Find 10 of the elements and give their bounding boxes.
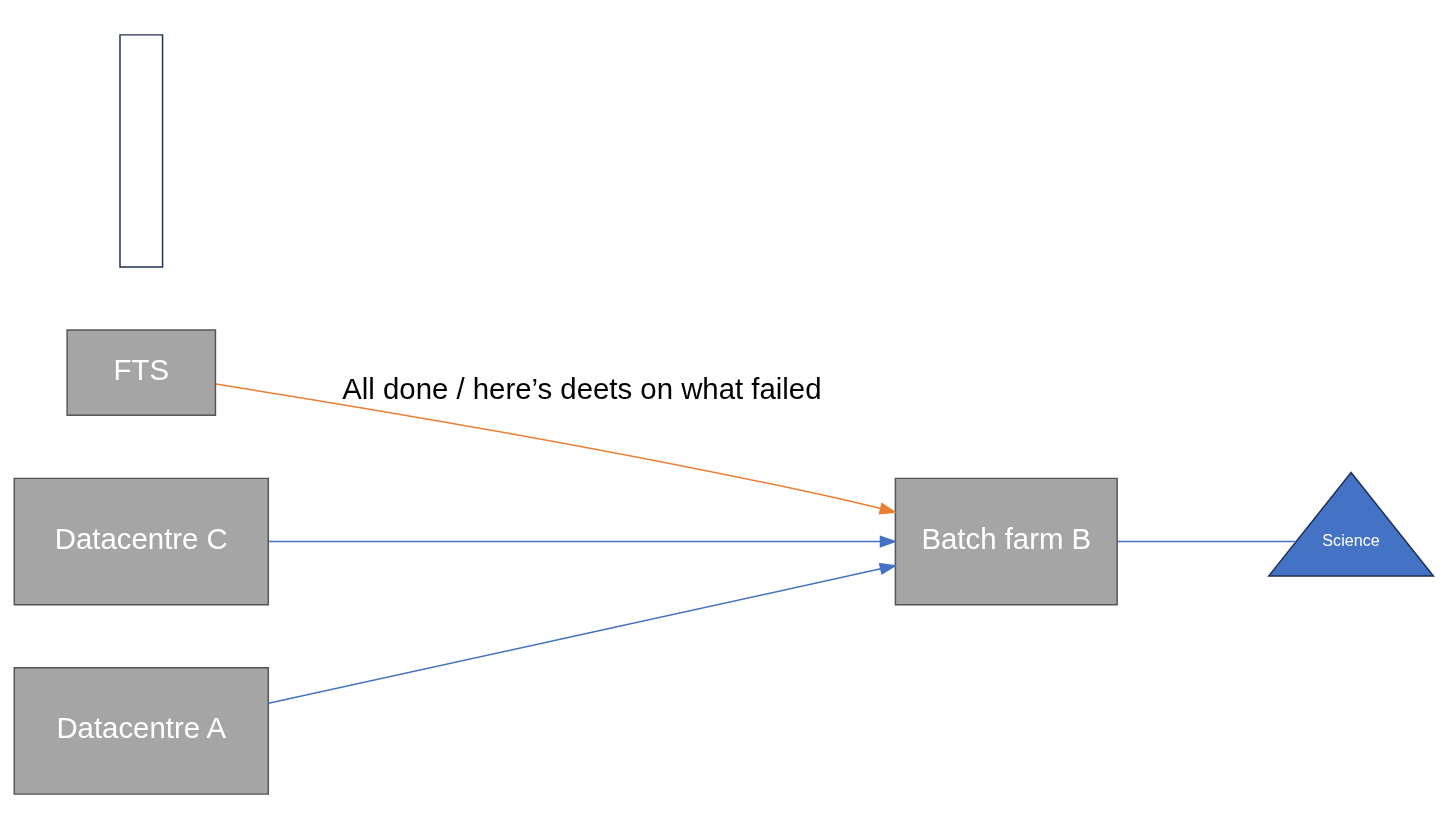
- arrow: [267, 562, 898, 705]
- node-box: Datacentre A: [13, 667, 270, 795]
- arrow: [267, 535, 898, 548]
- arrow: [215, 383, 898, 515]
- node-box: FTS: [66, 329, 217, 416]
- node-box: [119, 34, 164, 268]
- node-box: Datacentre C: [13, 477, 270, 606]
- connector: [1116, 540, 1297, 543]
- edge-label: All done / here’s deets on what failed: [342, 372, 822, 406]
- node-box: Batch farm B: [894, 477, 1118, 606]
